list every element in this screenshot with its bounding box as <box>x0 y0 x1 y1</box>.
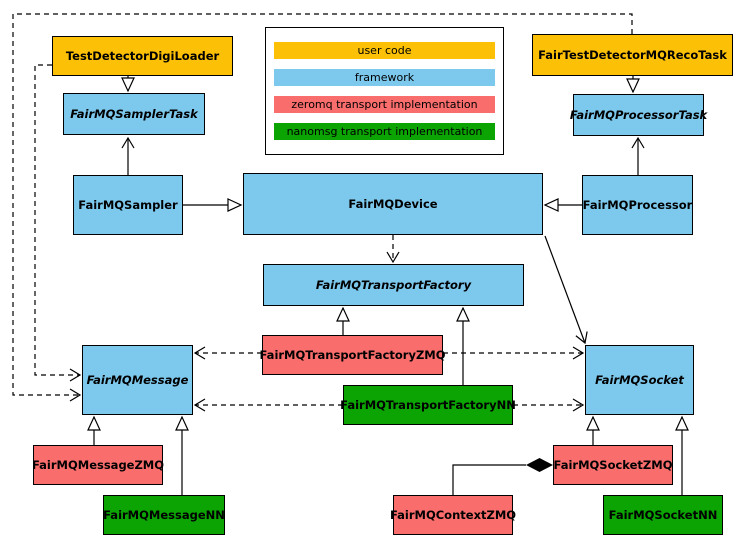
legend-label: nanomsg transport implementation <box>286 125 483 138</box>
class-box-fairmqprocessor: FairMQProcessor <box>582 175 693 235</box>
class-label: TestDetectorDigiLoader <box>65 49 220 63</box>
class-box-fairmqsocketzmq: FairMQSocketZMQ <box>553 445 673 485</box>
legend-item-framework: framework <box>274 69 495 86</box>
class-box-fairmqmessagenn: FairMQMessageNN <box>103 495 225 535</box>
class-label: FairMQProcessor <box>582 198 693 212</box>
class-label: FairMQDevice <box>348 197 438 211</box>
class-box-fairmqtransportfactory: FairMQTransportFactory <box>263 264 524 306</box>
class-box-fairmqdevice: FairMQDevice <box>243 173 543 235</box>
edge-association-fairmqdevice-fairmqsocket <box>544 235 588 345</box>
composition-line <box>452 464 526 495</box>
class-label: FairMQSampler <box>78 198 178 212</box>
class-box-fairtestdetectormqrecotask: FairTestDetectorMQRecoTask <box>532 34 733 76</box>
class-box-fairmqsampler: FairMQSampler <box>73 175 183 235</box>
inheritance-edges <box>87 75 689 495</box>
class-box-testdetectordigiloader: TestDetectorDigiLoader <box>52 36 233 76</box>
composition-diamond-icon <box>526 458 553 472</box>
class-box-fairmqtransportfactoryzmq: FairMQTransportFactoryZMQ <box>259 335 446 375</box>
legend-label: user code <box>357 44 412 57</box>
class-box-fairmqprocessortask: FairMQProcessorTask <box>569 94 708 136</box>
class-label: FairMQContextZMQ <box>389 508 517 522</box>
class-label: FairMQMessage <box>86 373 189 387</box>
class-label: FairMQTransportFactoryZMQ <box>259 348 446 362</box>
legend-item-nanomsg-transport: nanomsg transport implementation <box>274 123 495 140</box>
legend-label: framework <box>354 71 415 84</box>
legend-item-user-code: user code <box>274 42 495 59</box>
legend-label: zeromq transport implementation <box>291 98 478 111</box>
edge-dependency-fairtestdetectormqrecotask-fairmqmessage <box>12 13 633 402</box>
class-box-fairmqtransportfactorynn: FairMQTransportFactoryNN <box>340 385 516 425</box>
association-edges <box>121 136 645 345</box>
class-box-fairmqcontextzmq: FairMQContextZMQ <box>389 495 517 535</box>
class-label: FairMQSocketZMQ <box>553 458 673 472</box>
class-label: FairMQMessageNN <box>103 508 225 522</box>
class-box-fairmqsamplertask: FairMQSamplerTask <box>63 93 205 135</box>
class-label: FairMQTransportFactoryNN <box>340 398 516 412</box>
class-box-fairmqmessage: FairMQMessage <box>82 345 193 415</box>
class-label: FairMQTransportFactory <box>315 278 472 292</box>
class-box-fairmqsocketnn: FairMQSocketNN <box>603 495 723 535</box>
composition-edge-fairmqcontextzmq-fairmqsocketzmq <box>452 458 553 495</box>
class-box-fairmqsocket: FairMQSocket <box>585 345 694 415</box>
class-label: FairMQProcessorTask <box>569 108 708 122</box>
class-label: FairMQMessageZMQ <box>31 458 165 472</box>
edge-dependency-testdetectordigiloader-fairmqmessage <box>34 64 82 382</box>
class-label: FairMQSocketNN <box>608 508 718 522</box>
dependency-edges <box>12 13 633 412</box>
legend-panel: user code framework zeromq transport imp… <box>265 27 504 155</box>
class-box-fairmqmessagezmq: FairMQMessageZMQ <box>31 445 165 485</box>
class-label: FairMQSocket <box>595 373 684 387</box>
legend-item-zeromq-transport: zeromq transport implementation <box>274 96 495 113</box>
class-label: FairTestDetectorMQRecoTask <box>538 48 727 62</box>
class-label: FairMQSamplerTask <box>70 107 198 121</box>
